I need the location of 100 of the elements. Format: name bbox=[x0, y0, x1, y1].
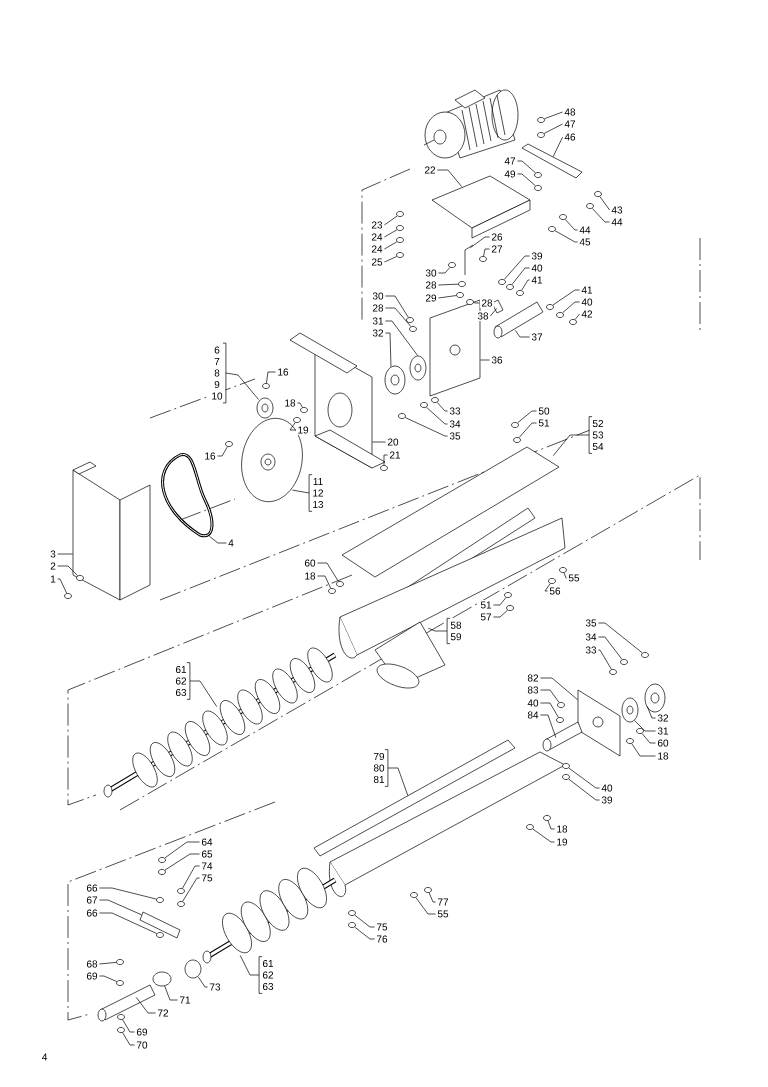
callout-number: 31 bbox=[655, 725, 671, 737]
callout-number: 51 bbox=[536, 418, 552, 428]
leader-line bbox=[197, 976, 208, 988]
washer bbox=[262, 383, 270, 389]
callout-number: 40 bbox=[599, 782, 615, 794]
callout-number: 44 bbox=[577, 225, 593, 235]
leader-line bbox=[182, 877, 200, 902]
washer bbox=[225, 441, 233, 447]
washer bbox=[398, 413, 406, 419]
callout-number: 25 bbox=[369, 256, 385, 268]
washer bbox=[586, 203, 594, 209]
washer bbox=[548, 226, 556, 232]
leader-line bbox=[99, 899, 142, 916]
leader-line bbox=[122, 1032, 135, 1046]
callout-number: 40 bbox=[579, 296, 595, 308]
callout-number: 18 bbox=[655, 750, 671, 762]
page-number: 4 bbox=[42, 1053, 48, 1061]
callout-number: 44 bbox=[609, 217, 625, 227]
leader-line bbox=[634, 720, 656, 732]
j-bolt bbox=[464, 244, 474, 276]
bracket-bar bbox=[521, 143, 583, 179]
shaft bbox=[542, 721, 583, 752]
node-label: 59 bbox=[450, 633, 462, 641]
leader-line bbox=[517, 160, 536, 174]
callout-number: 47 bbox=[502, 156, 518, 166]
leader-line bbox=[164, 841, 200, 859]
leader-line bbox=[415, 897, 436, 915]
leader-line bbox=[182, 865, 200, 889]
washer bbox=[380, 465, 388, 471]
callout-group: 79 80 81 bbox=[370, 749, 389, 787]
washer bbox=[636, 728, 644, 734]
auger bbox=[103, 647, 337, 798]
washer bbox=[626, 738, 634, 744]
node-label: 52 bbox=[592, 419, 604, 428]
leader-line bbox=[598, 649, 612, 670]
callout-number: 64 bbox=[199, 836, 215, 848]
leader-line bbox=[564, 219, 578, 231]
callout-number: 33 bbox=[583, 644, 599, 656]
bearing bbox=[621, 697, 639, 723]
callout-number: 32 bbox=[655, 712, 671, 724]
callout-number: 1 bbox=[48, 574, 58, 584]
callout-number: 72 bbox=[155, 1008, 171, 1018]
washer bbox=[569, 319, 577, 325]
callout-number: 29 bbox=[423, 292, 439, 304]
leader-line bbox=[554, 230, 578, 243]
callout-number: 24 bbox=[369, 244, 385, 254]
leader-line bbox=[99, 887, 157, 900]
leader-line bbox=[99, 962, 117, 965]
callout-number: 48 bbox=[562, 106, 578, 118]
leader-line bbox=[426, 406, 448, 425]
leader-line bbox=[57, 553, 73, 555]
callout-group: 61 62 63 bbox=[172, 662, 191, 700]
bearing bbox=[644, 683, 666, 713]
leader-line bbox=[209, 535, 227, 544]
callout-number: 3 bbox=[48, 548, 58, 560]
belt-guard bbox=[72, 461, 151, 601]
callout-number: 83 bbox=[525, 684, 541, 696]
leader-line bbox=[563, 572, 567, 579]
callout-number: 28 bbox=[423, 279, 439, 291]
node-label: 58 bbox=[450, 621, 462, 629]
callout-number: 60 bbox=[302, 557, 318, 569]
leader-line bbox=[646, 706, 656, 719]
callout-number: 39 bbox=[529, 250, 545, 262]
leader-line bbox=[598, 636, 623, 660]
leader-line bbox=[483, 248, 490, 257]
leader-line bbox=[480, 359, 490, 361]
callout-number: 56 bbox=[547, 585, 563, 597]
callout-number: 73 bbox=[207, 981, 223, 993]
washer bbox=[526, 824, 534, 830]
leader-line bbox=[631, 743, 656, 757]
leader-line bbox=[493, 597, 507, 606]
callout-number: 16 bbox=[275, 366, 291, 378]
washer bbox=[396, 252, 404, 258]
leader-line bbox=[591, 208, 610, 223]
washer bbox=[406, 317, 414, 323]
leader-line bbox=[532, 828, 555, 843]
washer bbox=[396, 237, 404, 243]
leader-line bbox=[493, 609, 508, 618]
callout-number: 34 bbox=[583, 631, 599, 643]
leader-line bbox=[384, 256, 398, 263]
callout-number: 66 bbox=[84, 882, 100, 894]
washer bbox=[546, 304, 554, 310]
leader-line bbox=[384, 215, 398, 226]
callout-number: 36 bbox=[489, 354, 505, 366]
node-label: 10 bbox=[212, 392, 223, 400]
callout-number: 42 bbox=[579, 309, 595, 319]
leader-line bbox=[470, 236, 490, 249]
callout-number: 75 bbox=[199, 873, 215, 883]
callout-number: 16 bbox=[202, 450, 218, 462]
leader-line bbox=[540, 689, 560, 703]
leader-line bbox=[473, 302, 480, 304]
node-label: 7 bbox=[214, 358, 220, 365]
callout-number: 21 bbox=[387, 450, 403, 460]
node-label: 9 bbox=[214, 380, 220, 389]
leader-line bbox=[437, 169, 463, 187]
callout-number: 18 bbox=[554, 823, 570, 835]
callout-number: 55 bbox=[435, 909, 451, 919]
leader-line bbox=[384, 229, 398, 238]
callout-number: 40 bbox=[525, 697, 541, 709]
leader-line bbox=[562, 301, 580, 314]
